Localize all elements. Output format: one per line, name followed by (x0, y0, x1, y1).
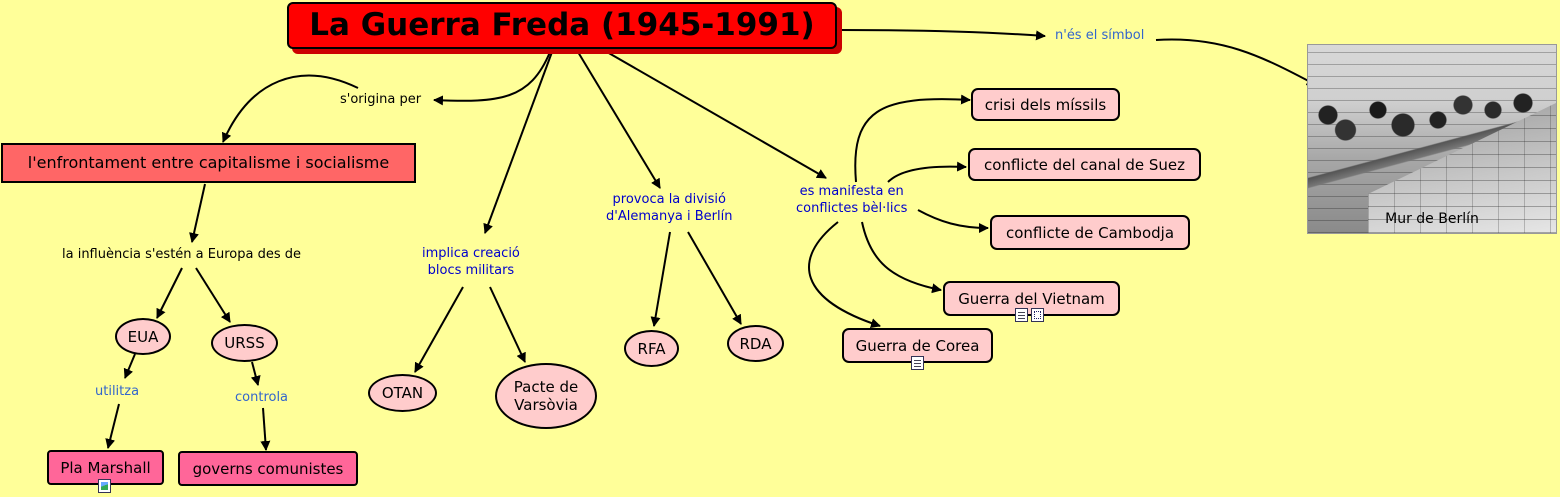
concept-communist-governments-text: governs comunistes (193, 460, 344, 478)
korea-document-resource-icon[interactable] (911, 356, 924, 370)
link-label-symbol: n'és el símbol (1055, 28, 1144, 45)
line-title-to-conflicts (607, 52, 826, 178)
link-label-uses: utilitza (95, 384, 139, 401)
concept-frg-text: RFA (638, 340, 666, 358)
link-label-influence: la influència s'estén a Europa des de (62, 247, 301, 264)
concept-missile-crisis-text: crisi dels míssils (985, 96, 1106, 114)
concept-gdr-text: RDA (740, 335, 772, 353)
line-confrontation-to-influence (192, 184, 205, 242)
line-influence-to-usa (157, 268, 182, 318)
concept-map-resource-icon[interactable] (1031, 308, 1044, 322)
concept-marshall-plan-text: Pla Marshall (60, 459, 150, 477)
concept-usa-text: EUA (128, 328, 159, 346)
image-resource-icon[interactable] (98, 479, 111, 493)
link-label-blocs-line1: implica creació (422, 246, 520, 263)
line-title-to-division (578, 52, 660, 188)
link-label-conflicts-line1: es manifesta en (796, 184, 907, 201)
line-conflicts-to-suez (888, 167, 966, 182)
concept-nato[interactable]: OTAN (368, 374, 437, 412)
map-title[interactable]: La Guerra Freda (1945-1991) (287, 2, 837, 49)
concept-confrontation-text: l'enfrontament entre capitalisme i socia… (28, 153, 389, 172)
concept-ussr[interactable]: URSS (211, 324, 278, 362)
line-usa-to-uses (125, 354, 135, 378)
line-title-to-origina (434, 52, 550, 101)
concept-confrontation[interactable]: l'enfrontament entre capitalisme i socia… (1, 143, 416, 183)
photo-caption: Mur de Berlín (1308, 211, 1556, 227)
concept-warsaw-pact-line2: Varsòvia (514, 396, 578, 414)
link-label-blocs: implica creació blocs militars (422, 246, 520, 280)
concept-frg[interactable]: RFA (624, 330, 679, 367)
concept-vietnam-war-text: Guerra del Vietnam (958, 290, 1105, 308)
concept-korean-war-text: Guerra de Corea (856, 337, 980, 355)
concept-gdr[interactable]: RDA (727, 325, 784, 362)
line-controls-to-govs (263, 408, 266, 450)
document-resource-icon[interactable] (1015, 308, 1028, 322)
link-label-division-line2: d'Alemanya i Berlín (606, 209, 732, 226)
map-title-text: La Guerra Freda (1945-1991) (309, 7, 814, 44)
line-influence-to-ussr (196, 268, 230, 322)
line-conflicts-to-vietnam (862, 222, 941, 290)
line-title-to-symbol (840, 30, 1045, 36)
line-conflicts-to-korea (809, 222, 880, 326)
link-label-originates: s'origina per (340, 92, 421, 109)
concept-cambodia-conflict[interactable]: conflicte de Cambodja (990, 215, 1190, 250)
concept-nato-text: OTAN (382, 384, 423, 402)
concept-warsaw-pact-line1: Pacte de (514, 378, 578, 396)
line-origina-to-confrontation (223, 76, 358, 142)
line-division-to-frg (654, 232, 670, 326)
link-label-conflicts: es manifesta en conflictes bèl·lics (796, 184, 907, 218)
line-blocs-to-warsaw (490, 287, 525, 362)
concept-missile-crisis[interactable]: crisi dels míssils (971, 88, 1120, 121)
concept-ussr-text: URSS (224, 334, 264, 352)
link-label-conflicts-line2: conflictes bèl·lics (796, 201, 907, 218)
concept-cambodia-conflict-text: conflicte de Cambodja (1006, 224, 1174, 242)
line-ussr-to-controls (252, 362, 258, 385)
line-conflicts-to-cambodia (918, 210, 988, 228)
concept-usa[interactable]: EUA (115, 318, 171, 355)
line-blocs-to-nato (415, 287, 463, 372)
link-label-controls: controla (235, 390, 288, 407)
line-conflicts-to-missiles (855, 99, 970, 182)
link-label-division: provoca la divisió d'Alemanya i Berlín (606, 192, 732, 226)
concept-suez-conflict[interactable]: conflicte del canal de Suez (968, 148, 1201, 181)
line-symbol-to-photo (1156, 39, 1316, 85)
line-title-to-blocs (485, 52, 552, 233)
line-uses-to-marshall (108, 404, 119, 448)
concept-warsaw-pact[interactable]: Pacte de Varsòvia (495, 363, 597, 429)
link-label-division-line1: provoca la divisió (606, 192, 732, 209)
berlin-wall-photo[interactable]: Mur de Berlín (1307, 44, 1557, 234)
line-division-to-gdr (688, 232, 741, 324)
concept-suez-conflict-text: conflicte del canal de Suez (984, 156, 1185, 174)
concept-communist-governments[interactable]: governs comunistes (178, 451, 358, 486)
link-label-blocs-line2: blocs militars (422, 263, 520, 280)
